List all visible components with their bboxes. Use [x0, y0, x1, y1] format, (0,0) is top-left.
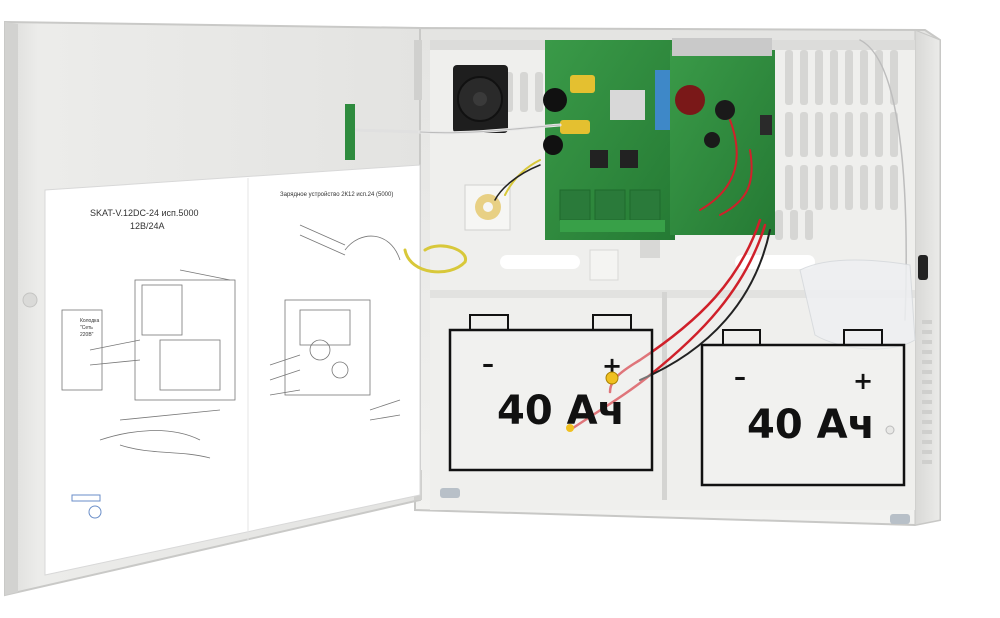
- battery-right: – + 40 Ач: [700, 329, 906, 487]
- doc-note-1: Колодка: [80, 318, 99, 324]
- battery-right-plus: +: [853, 367, 873, 395]
- door-sensor-board: [345, 104, 355, 160]
- battery-right-label: 40 Ач: [747, 402, 875, 448]
- battery-left: – + 40 Ач: [448, 314, 654, 472]
- doc-note-3: 220В": [80, 332, 94, 338]
- accessory-bag: [799, 259, 916, 350]
- battery-right-minus: –: [734, 363, 746, 391]
- battery-left-label: 40 Ач: [497, 388, 625, 434]
- battery-left-plus: +: [602, 352, 622, 380]
- toroid-transformer: [464, 184, 511, 231]
- main-pcb: [543, 38, 775, 240]
- doc-right-title: Зарядное устройство 2К12 исп.24 (5000): [280, 191, 393, 198]
- cooling-fan: [453, 65, 508, 133]
- doc-left-title: SKAT-V.12DC-24 исп.5000: [90, 208, 198, 218]
- battery-left-minus: –: [482, 350, 494, 378]
- enclosure-door: SKAT-V.12DC-24 исп.5000 12В/24А Зарядное…: [4, 20, 422, 597]
- doc-left-subtitle: 12В/24А: [130, 221, 165, 231]
- instruction-sheet: SKAT-V.12DC-24 исп.5000 12В/24А Зарядное…: [44, 164, 421, 576]
- doc-note-2: "Сеть: [80, 325, 93, 331]
